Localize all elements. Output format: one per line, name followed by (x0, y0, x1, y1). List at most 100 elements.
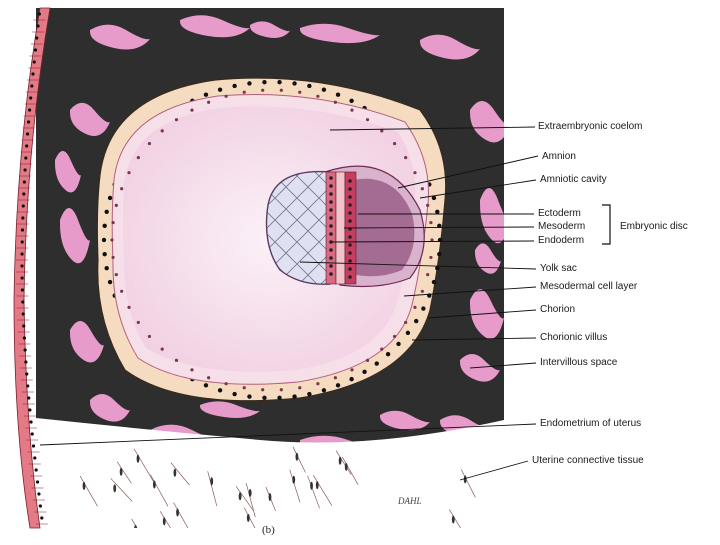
fibroblast-nucleus (162, 517, 166, 526)
wall-nucleus (21, 300, 25, 304)
mesoderm-nucleus (404, 155, 408, 160)
ectoderm-nucleus (348, 243, 352, 247)
wall-nucleus (20, 276, 24, 280)
mesoderm-nucleus (120, 187, 124, 191)
mesoderm-nucleus (392, 334, 397, 339)
mesoderm-nucleus (242, 386, 246, 390)
fibroblast-nucleus (451, 515, 455, 524)
chorion-nucleus (292, 81, 297, 86)
wall-nucleus (21, 216, 25, 220)
yolk-sac (265, 170, 331, 285)
leader-line (411, 337, 537, 341)
ectoderm-nucleus (348, 211, 352, 215)
wall-nucleus (23, 348, 27, 352)
fibroblast-nucleus (113, 484, 117, 493)
mesoderm-nucleus (350, 108, 354, 112)
ectoderm-nucleus (348, 251, 352, 255)
embryo (265, 165, 425, 288)
label-mesoderm: Mesoderm (538, 221, 586, 232)
connective-fiber (235, 486, 254, 511)
chorion-nucleus (421, 306, 426, 311)
mesoderm-nucleus (365, 358, 370, 362)
mesoderm-nucleus (207, 100, 211, 104)
chorion-nucleus (292, 394, 297, 399)
chorion-nucleus (349, 98, 354, 104)
chorion-nucleus (107, 279, 113, 285)
mesoderm-nucleus (413, 171, 417, 175)
chorion-nucleus (405, 330, 411, 336)
mesoderm-nucleus (120, 289, 124, 293)
chorion-nucleus (102, 251, 107, 257)
chorion-nucleus (232, 391, 237, 397)
wall-nucleus (25, 132, 30, 136)
connective-fiber (245, 482, 256, 518)
wall-nucleus (24, 360, 28, 364)
fibroblast-nucleus (268, 493, 272, 502)
chorion-nucleus (435, 209, 440, 214)
wall-nucleus (29, 96, 33, 100)
lacuna-blob (420, 34, 480, 60)
fibroblast-nucleus (173, 468, 177, 477)
mesoderm-nucleus (224, 94, 228, 98)
lacuna-blob (380, 410, 430, 431)
endoderm-nucleus (329, 232, 333, 236)
wall-nucleus (27, 108, 32, 112)
wall-nucleus (31, 444, 36, 448)
endoderm-nucleus (329, 248, 333, 252)
connective-fiber (131, 518, 138, 528)
lacuna-blob (55, 151, 81, 193)
fibroblast-nucleus (176, 508, 179, 517)
connective-fiber (448, 509, 461, 528)
leader-line (419, 179, 537, 199)
mesoderm-nucleus (429, 255, 433, 260)
wall-nucleus (30, 432, 34, 436)
fibroblast-nucleus (246, 513, 250, 522)
mesoderm-nucleus (127, 305, 131, 309)
wall-nucleus (23, 168, 27, 172)
ectoderm-nucleus (348, 259, 352, 263)
wall-nucleus (26, 384, 30, 388)
fibroblast-nucleus (315, 481, 319, 490)
connective-fiber (341, 456, 359, 485)
chorion-nucleus (349, 376, 354, 382)
wall-nucleus (20, 264, 24, 268)
mesoderm-nucleus (190, 368, 194, 372)
embryonic-disc-bracket (602, 204, 611, 245)
leader-line (397, 155, 539, 189)
lacuna-blob (90, 394, 130, 422)
fibroblast-nucleus (134, 524, 137, 528)
mesoderm-nucleus (413, 305, 417, 309)
lacuna-blob (470, 101, 504, 143)
chorion-nucleus (277, 395, 282, 401)
lacuna-blob (180, 15, 250, 38)
fibroblast-nucleus (310, 481, 313, 490)
wall-nucleus (20, 228, 25, 232)
mesoderm-nucleus (365, 118, 370, 122)
fibroblast-nucleus (292, 475, 296, 484)
mesoderm-nucleus (430, 238, 434, 242)
mesoderm-nucleus (426, 272, 430, 277)
wall-nucleus (36, 24, 40, 28)
mesoderm-nucleus (190, 108, 194, 112)
mesoderm-nucleus (147, 141, 152, 146)
mesoderm-nucleus (242, 90, 246, 94)
label-mesodermal-cell-layer: Mesodermal cell layer (540, 281, 638, 292)
lacuna-blob (60, 208, 90, 264)
chorion-nucleus (107, 195, 113, 201)
fibroblast-nucleus (338, 456, 342, 465)
connective-fiber (312, 474, 333, 506)
connective-fiber (335, 450, 352, 475)
wall-nucleus (40, 516, 44, 520)
wall-nucleus (22, 192, 26, 196)
mesoderm-nucleus (127, 171, 131, 175)
ectoderm-nucleus (348, 275, 352, 279)
chorion-nucleus (104, 266, 109, 271)
wall-nucleus (34, 468, 38, 472)
mesoderm-nucleus (380, 347, 384, 351)
label-ectoderm: Ectoderm (538, 208, 581, 219)
wall-nucleus (38, 504, 42, 508)
wall-nucleus (37, 12, 41, 16)
fibroblast-nucleus (248, 488, 252, 497)
